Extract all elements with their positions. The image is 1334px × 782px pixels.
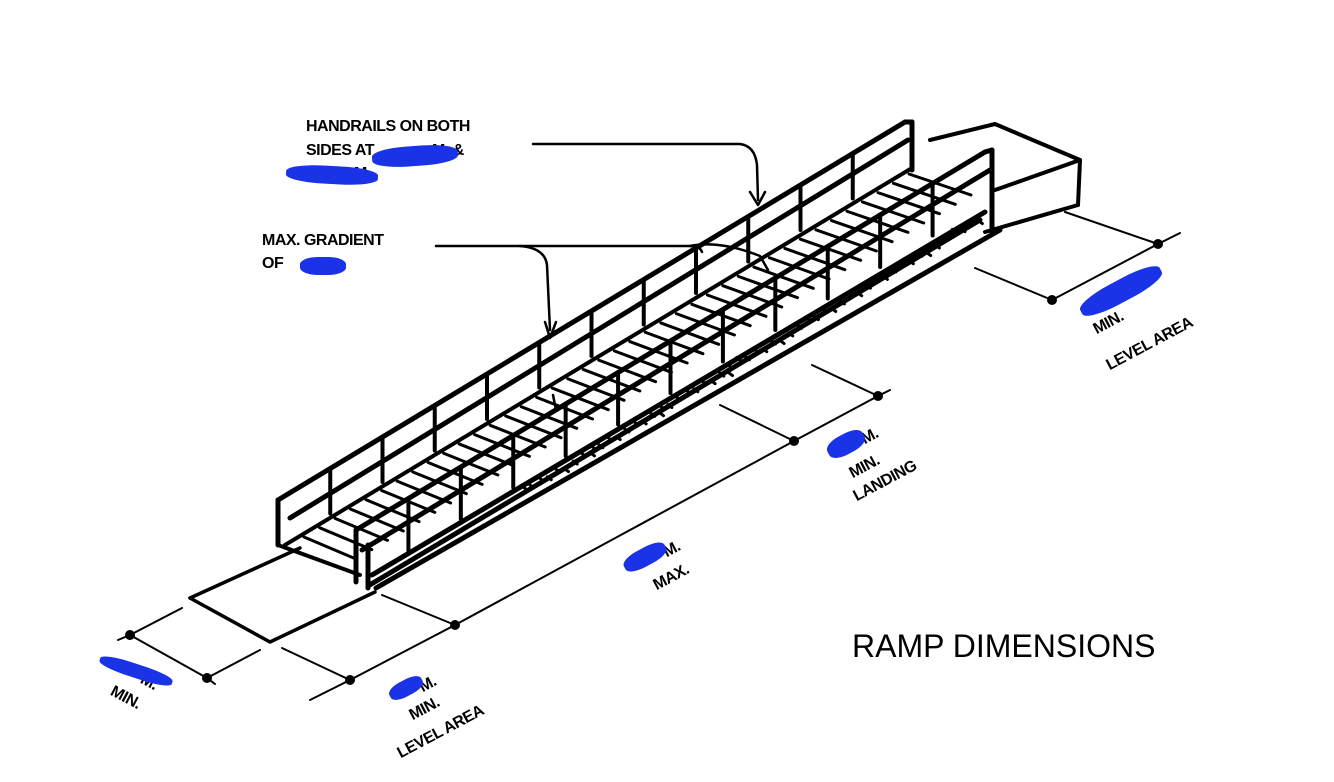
texture-mark [873, 275, 881, 282]
texture-mark [666, 403, 674, 410]
deck-slat [907, 172, 973, 197]
texture-mark [881, 274, 889, 281]
texture-mark [942, 235, 950, 242]
texture-mark [864, 283, 872, 290]
gradient-label-line2: OF [262, 255, 284, 272]
texture-mark [519, 484, 527, 490]
texture-mark [692, 387, 700, 394]
landing-dimension [719, 364, 891, 442]
run-dimension [381, 440, 795, 626]
deck-slat [318, 526, 374, 552]
far-ramp-edge [276, 166, 914, 577]
texture-mark [545, 475, 553, 482]
texture-mark [769, 339, 777, 346]
texture-mark [700, 379, 708, 386]
texture-mark [925, 251, 933, 258]
texture-mark [554, 467, 562, 474]
width-dimension [117, 607, 261, 685]
texture-mark [959, 227, 967, 234]
texture-mark [847, 291, 855, 298]
texture-mark [795, 323, 803, 330]
handrail-leader [531, 142, 767, 207]
texture-mark [657, 403, 665, 410]
ramp-side-texture [519, 219, 984, 490]
texture-mark [563, 467, 571, 474]
texture-mark [588, 443, 596, 450]
texture-mark [916, 251, 924, 258]
texture-mark [968, 219, 976, 226]
handrail-posts [328, 151, 935, 553]
texture-mark [830, 307, 838, 313]
texture-mark [606, 435, 614, 442]
texture-mark [804, 315, 812, 322]
texture-mark [614, 435, 622, 442]
handrails-label-line1: HANDRAILS ON BOTH [306, 118, 470, 135]
top-level-platform [928, 122, 1082, 234]
texture-mark [683, 387, 691, 394]
texture-mark [907, 259, 915, 266]
texture-mark [752, 347, 760, 354]
texture-mark [899, 259, 907, 266]
texture-mark [649, 411, 657, 418]
bottom-level-dimension [281, 624, 456, 701]
texture-mark [632, 419, 640, 426]
deck-slat [302, 535, 358, 561]
texture-mark [761, 347, 769, 354]
diagram-title: RAMP DIMENSIONS [852, 628, 1156, 664]
texture-mark [950, 227, 958, 234]
texture-mark [658, 411, 666, 418]
texture-mark [597, 443, 605, 450]
texture-mark [537, 475, 545, 482]
texture-mark [623, 427, 631, 434]
texture-mark [821, 307, 829, 314]
deck-slat [891, 181, 957, 206]
texture-mark [718, 371, 726, 378]
texture-mark [812, 315, 820, 322]
deck-slat [860, 200, 926, 225]
texture-mark [580, 451, 588, 458]
texture-mark [528, 483, 536, 490]
texture-mark [735, 355, 743, 362]
texture-mark [787, 331, 795, 338]
texture-mark [640, 419, 648, 426]
gradient-leader [434, 243, 770, 412]
texture-mark [571, 459, 579, 466]
texture-mark [675, 395, 682, 402]
redaction-gradient [300, 257, 346, 275]
near-ramp-side [365, 209, 1003, 591]
texture-mark [726, 371, 734, 378]
handrails-label-line2: SIDES AT [306, 142, 375, 159]
gradient-label-line1: MAX. GRADIENT [262, 232, 384, 249]
texture-mark [976, 219, 984, 226]
texture-mark [890, 267, 898, 274]
texture-mark [589, 451, 597, 458]
texture-mark [778, 339, 786, 346]
texture-mark [838, 299, 846, 306]
texture-mark [743, 355, 751, 362]
dimension-ticks [125, 239, 1163, 685]
texture-mark [856, 291, 864, 298]
bottom-level-platform [188, 546, 377, 644]
texture-mark [709, 379, 717, 386]
deck-slat [845, 209, 910, 234]
deck-slat [876, 191, 941, 216]
texture-mark [726, 363, 734, 370]
texture-mark [933, 242, 941, 249]
